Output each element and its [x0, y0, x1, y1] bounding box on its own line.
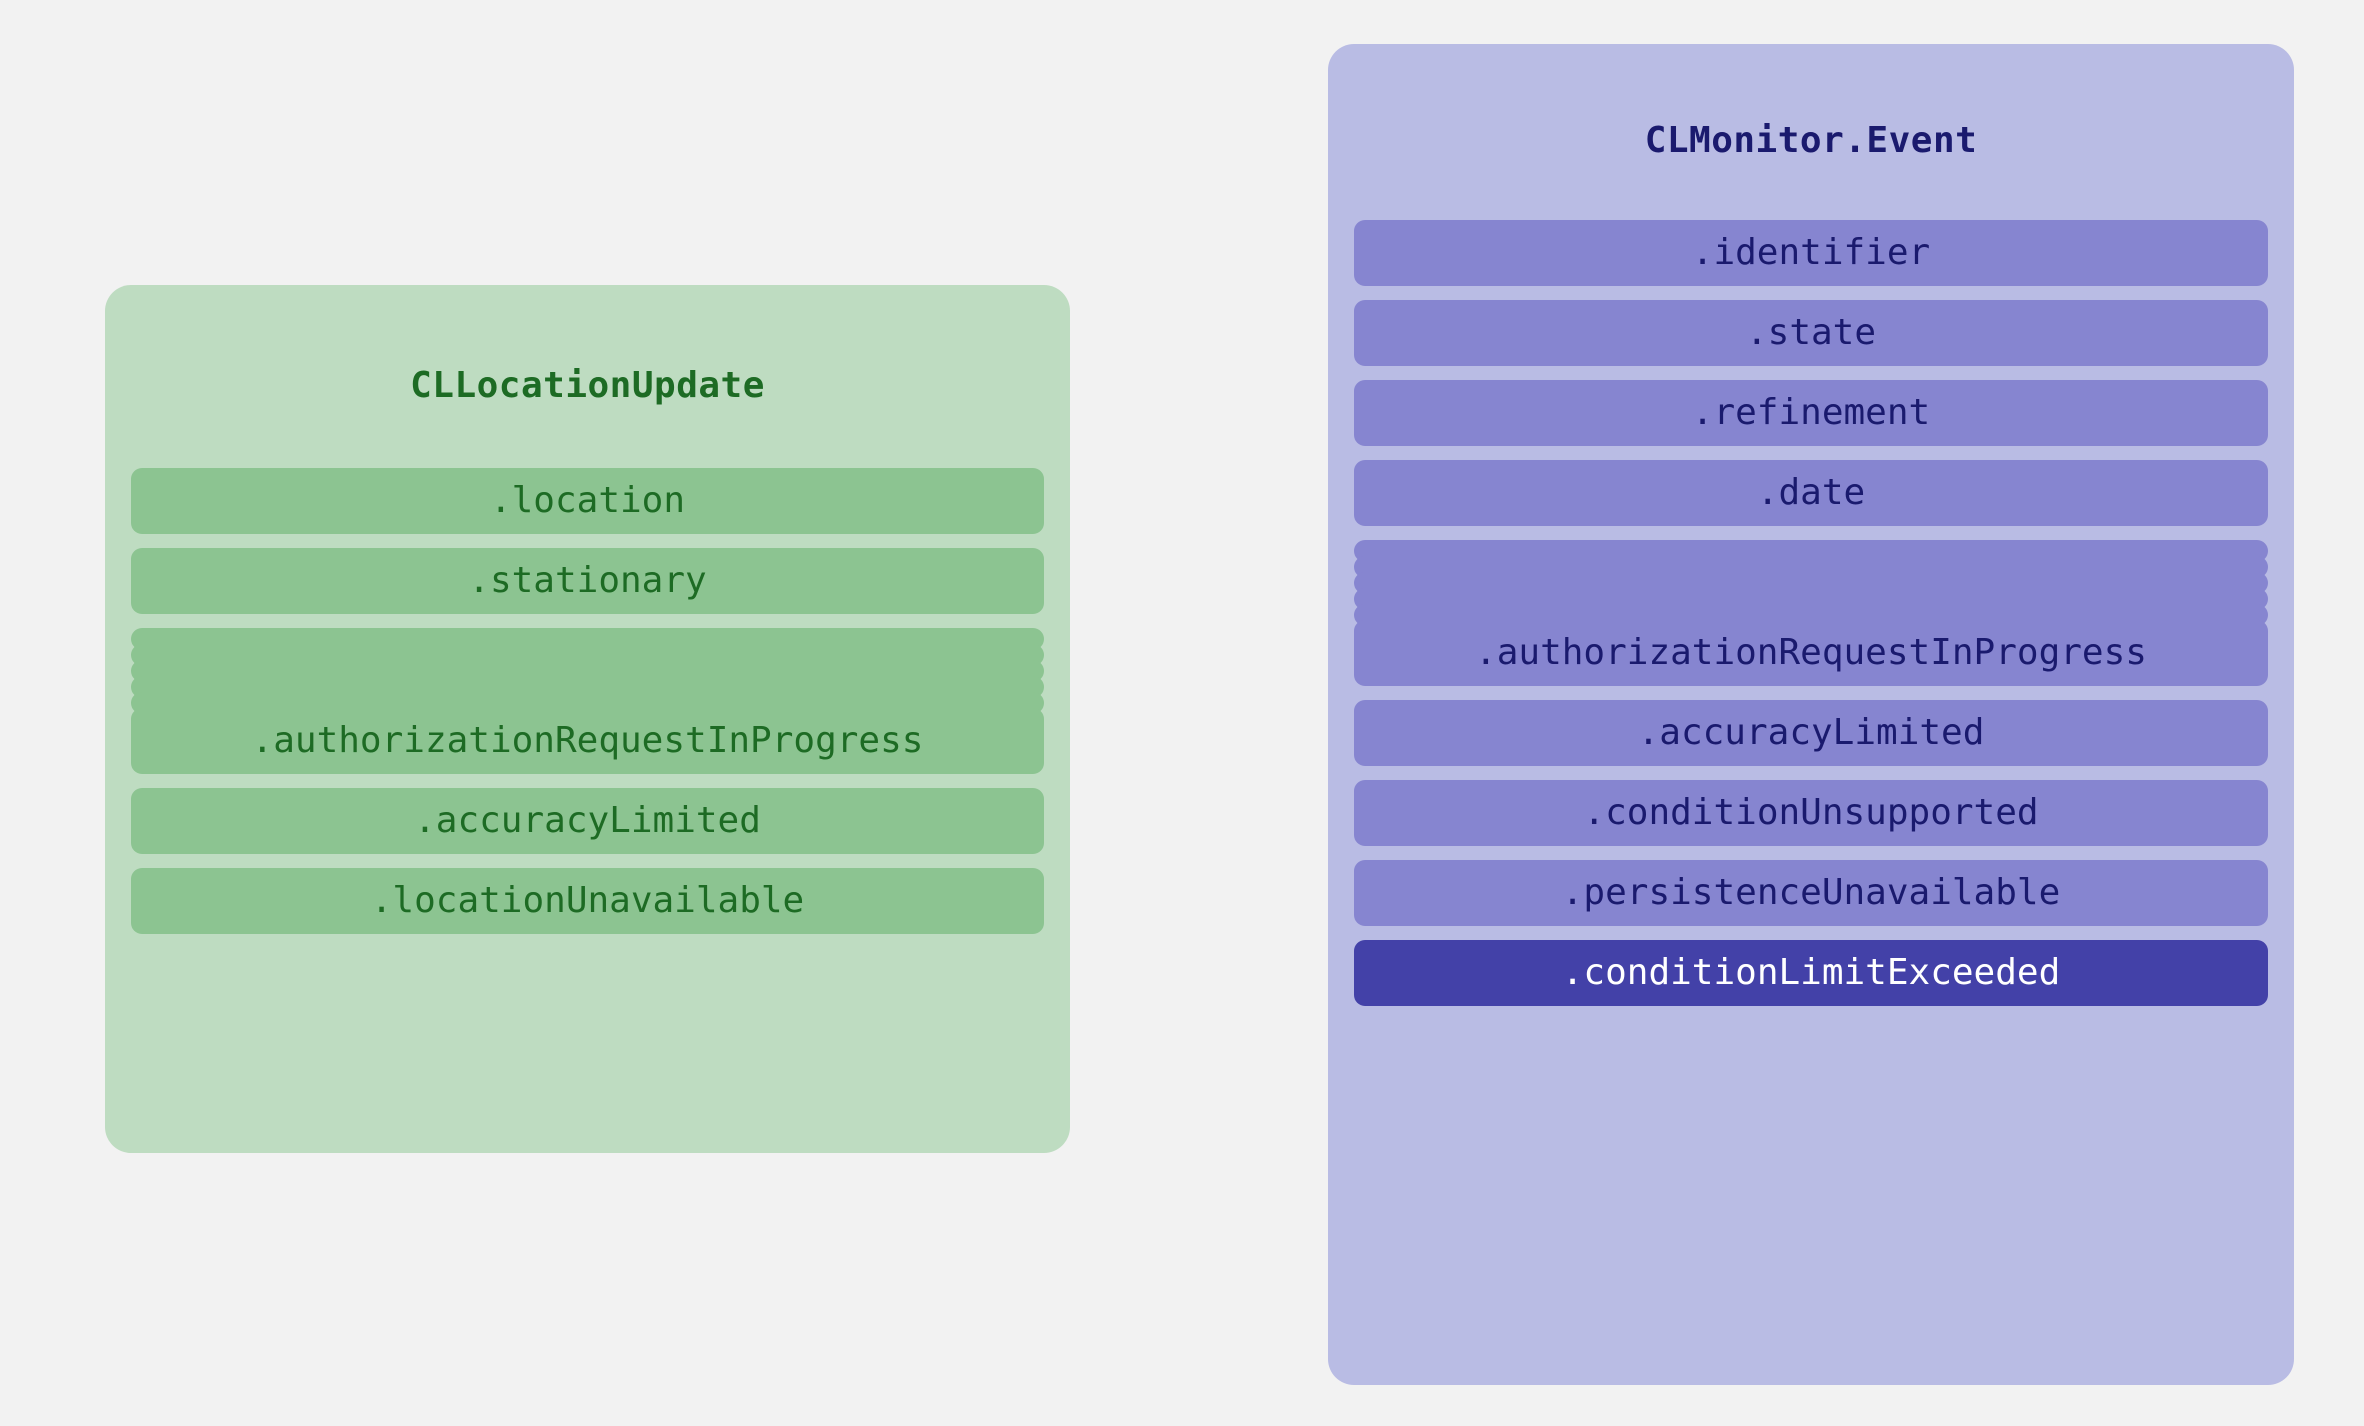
collapsed-stack-green: .authorizationRequestInProgress	[131, 627, 1044, 774]
property-row-persistenceunavailable[interactable]: .persistenceUnavailable	[1354, 859, 2268, 926]
property-list-clmonitor-event: .identifier .state .refinement .date .au…	[1354, 219, 2268, 1006]
property-row-accuracylimited[interactable]: .accuracyLimited	[1354, 699, 2268, 766]
property-row-stationary[interactable]: .stationary	[131, 547, 1044, 614]
property-row-authorizationrequestinprogress[interactable]: .authorizationRequestInProgress	[131, 707, 1044, 774]
property-row-identifier[interactable]: .identifier	[1354, 219, 2268, 286]
collapsed-stack-purple: .authorizationRequestInProgress	[1354, 539, 2268, 686]
property-row-accuracylimited[interactable]: .accuracyLimited	[131, 787, 1044, 854]
property-row-state[interactable]: .state	[1354, 299, 2268, 366]
card-clmonitor-event: CLMonitor.Event .identifier .state .refi…	[1328, 44, 2294, 1385]
property-row-location[interactable]: .location	[131, 467, 1044, 534]
property-row-conditionunsupported[interactable]: .conditionUnsupported	[1354, 779, 2268, 846]
property-row-refinement[interactable]: .refinement	[1354, 379, 2268, 446]
property-row-locationunavailable[interactable]: .locationUnavailable	[131, 867, 1044, 934]
property-row-date[interactable]: .date	[1354, 459, 2268, 526]
property-row-conditionlimitexceeded[interactable]: .conditionLimitExceeded	[1354, 939, 2268, 1006]
property-list-cllocationupdate: .location .stationary .authorizationRequ…	[131, 467, 1044, 934]
card-cllocationupdate: CLLocationUpdate .location .stationary .…	[105, 285, 1070, 1153]
property-row-authorizationrequestinprogress[interactable]: .authorizationRequestInProgress	[1354, 619, 2268, 686]
card-title-clmonitor-event: CLMonitor.Event	[1644, 119, 1978, 161]
card-title-cllocationupdate: CLLocationUpdate	[410, 364, 765, 406]
